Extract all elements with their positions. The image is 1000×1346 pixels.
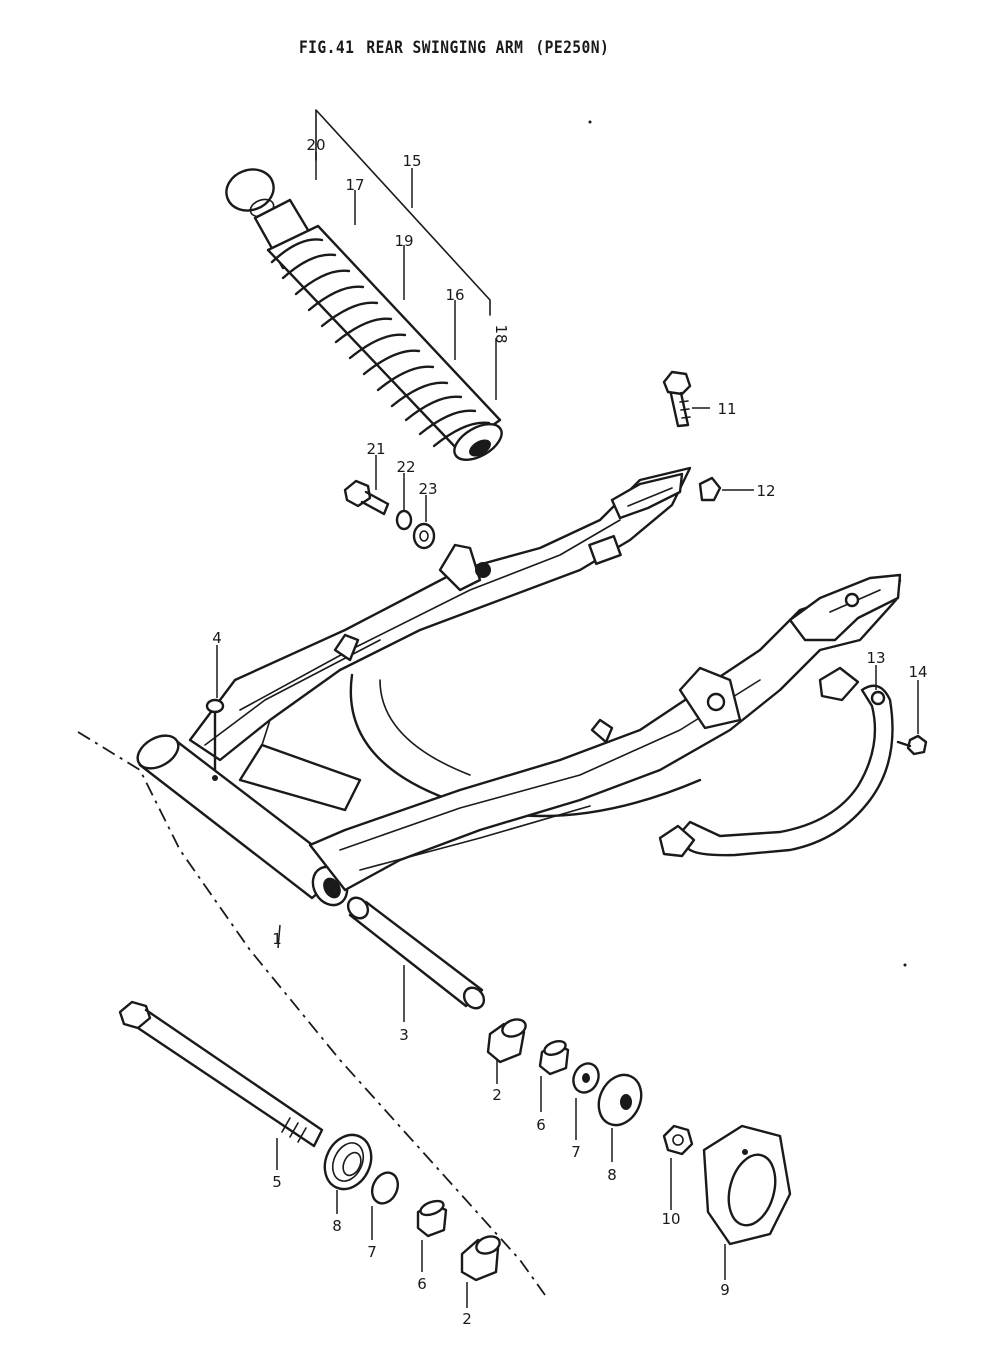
callout-labels: 20 15 17 19 16 18 11 21 22 23 12 4 13 14… [212, 136, 927, 1328]
callout-6-upper: 6 [536, 1116, 546, 1134]
callout-19: 19 [394, 232, 413, 250]
callout-9: 9 [720, 1281, 730, 1299]
callout-4: 4 [212, 629, 222, 647]
cover-9 [702, 1124, 792, 1246]
bolt-14 [896, 734, 928, 756]
washer-22 [395, 509, 413, 531]
spacer-6-lower [416, 1199, 448, 1238]
callout-23: 23 [418, 480, 437, 498]
center-line [77, 731, 546, 1296]
callout-11: 11 [717, 400, 736, 418]
leader-lines [216, 152, 919, 1308]
washer-7-upper [572, 1062, 600, 1094]
figure-model: (PE250N) [535, 38, 610, 58]
callout-13: 13 [866, 649, 885, 667]
callout-18: 18 [492, 324, 510, 343]
figure-title: FIG.41 REAR SWINGING ARM (PE250N) [262, 18, 621, 78]
callout-21: 21 [366, 440, 385, 458]
figure-number: FIG.41 [298, 38, 355, 58]
dust-seal-8-lower [323, 1133, 373, 1191]
callout-14: 14 [908, 663, 927, 681]
bolt-21 [343, 479, 390, 516]
dust-seal-8-upper [597, 1073, 643, 1127]
callout-3: 3 [399, 1026, 409, 1044]
washer-23 [412, 522, 436, 550]
callout-10: 10 [661, 1210, 680, 1228]
callout-12: 12 [756, 482, 775, 500]
callout-7-lower: 7 [367, 1243, 377, 1261]
callout-16: 16 [445, 286, 464, 304]
rear-shock-absorber [225, 109, 503, 461]
spacer-3 [346, 896, 486, 1010]
callout-6-lower: 6 [417, 1275, 427, 1293]
bolt-11 [662, 370, 692, 428]
callout-2-upper: 2 [492, 1086, 502, 1104]
spacer-6-upper [538, 1040, 570, 1076]
callout-7-upper: 7 [571, 1143, 581, 1161]
callout-20: 20 [306, 136, 325, 154]
pivot-bolt-5 [118, 1000, 324, 1148]
nut-10 [662, 1124, 694, 1156]
callout-22: 22 [396, 458, 415, 476]
callout-5: 5 [272, 1173, 282, 1191]
bearing-2-upper [486, 1018, 527, 1064]
callout-8-lower: 8 [332, 1217, 342, 1235]
swinging-arm [136, 466, 902, 907]
callout-17: 17 [345, 176, 364, 194]
callout-1: 1 [272, 930, 282, 948]
callout-2-lower: 2 [462, 1310, 472, 1328]
cap-12 [698, 476, 722, 502]
figure-name: REAR SWINGING ARM [366, 38, 524, 58]
callout-8-upper: 8 [607, 1166, 617, 1184]
washer-7-lower [370, 1171, 400, 1205]
bearing-2-lower [460, 1235, 501, 1282]
callout-15: 15 [402, 152, 421, 170]
